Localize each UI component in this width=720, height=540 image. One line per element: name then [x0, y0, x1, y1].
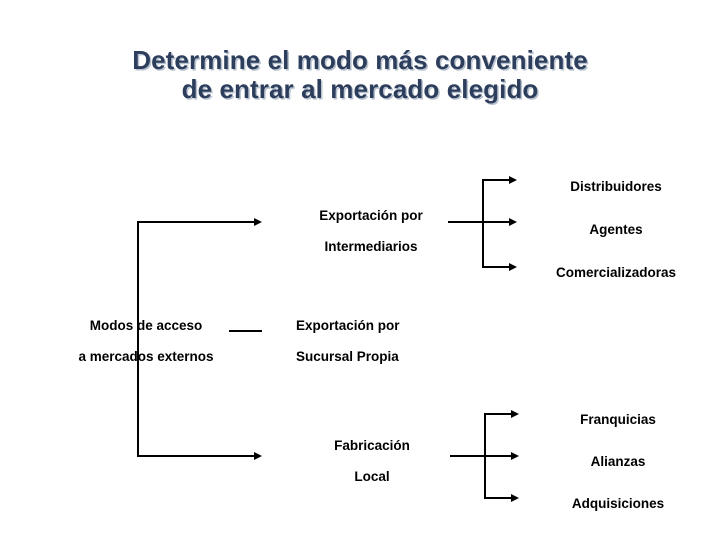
node-exportacion-intermediarios-line-2: Intermediarios: [324, 239, 418, 254]
node-exportacion-sucursal-propia-line-1: Exportación por: [296, 318, 400, 333]
node-exportacion-sucursal-propia: Exportación por Sucursal Propia: [296, 310, 446, 372]
slide-title-line-1: Determine el modo más conveniente: [132, 45, 588, 75]
connector-to-exportacion-sucursal-propia: [229, 330, 262, 332]
leaf-alianzas: Alianzas: [590, 454, 646, 469]
bracket-bottom-arm-1: [484, 413, 512, 415]
bracket-top-arm-2: [482, 221, 510, 223]
leaf-adquisiciones: Adquisiciones: [571, 496, 665, 511]
node-exportacion-intermediarios: Exportación por Intermediarios: [296, 200, 446, 262]
leaf-comercializadoras: Comercializadoras: [555, 265, 677, 280]
slide-title: Determine el modo más conveniente de ent…: [0, 46, 720, 104]
arrowhead-distribuidores: [509, 176, 517, 184]
bracket-bottom-arm-3: [484, 497, 512, 499]
trunk-vertical-line: [137, 221, 139, 457]
bracket-top-spine: [482, 179, 484, 268]
bracket-top-arm-3: [482, 266, 510, 268]
arrowhead-alianzas: [511, 452, 519, 460]
bracket-bottom-stem: [450, 455, 486, 457]
node-modos-de-acceso: Modos de acceso a mercados externos: [58, 310, 234, 372]
connector-to-fabricacion-local: [137, 455, 255, 457]
leaf-group-exportacion-intermediarios: Distribuidores Agentes Comercializadoras: [516, 165, 716, 294]
bracket-bottom-arm-2: [484, 455, 512, 457]
arrowhead-adquisiciones: [511, 494, 519, 502]
arrowhead-to-exportacion-intermediarios: [254, 218, 262, 226]
node-exportacion-sucursal-propia-line-2: Sucursal Propia: [296, 349, 399, 364]
arrowhead-to-fabricacion-local: [254, 452, 262, 460]
leaf-agentes: Agentes: [589, 222, 643, 237]
node-modos-de-acceso-line-2: a mercados externos: [78, 349, 214, 364]
slide-title-line-2: de entrar al mercado elegido: [181, 74, 539, 104]
bracket-top-arm-1: [482, 179, 510, 181]
leaf-group-fabricacion-local: Franquicias Alianzas Adquisiciones: [518, 399, 718, 525]
node-fabricacion-local-line-1: Fabricación: [334, 438, 410, 453]
arrowhead-agentes: [509, 218, 517, 226]
node-modos-de-acceso-line-1: Modos de acceso: [89, 318, 203, 333]
node-fabricacion-local: Fabricación Local: [302, 430, 442, 492]
arrowhead-comercializadoras: [509, 263, 517, 271]
node-fabricacion-local-line-2: Local: [354, 469, 390, 484]
leaf-distribuidores: Distribuidores: [570, 179, 662, 194]
connector-to-exportacion-intermediarios: [137, 221, 255, 223]
arrowhead-franquicias: [511, 410, 519, 418]
leaf-franquicias: Franquicias: [580, 412, 656, 427]
bracket-top-stem: [448, 221, 484, 223]
node-exportacion-intermediarios-line-1: Exportación por: [319, 208, 423, 223]
